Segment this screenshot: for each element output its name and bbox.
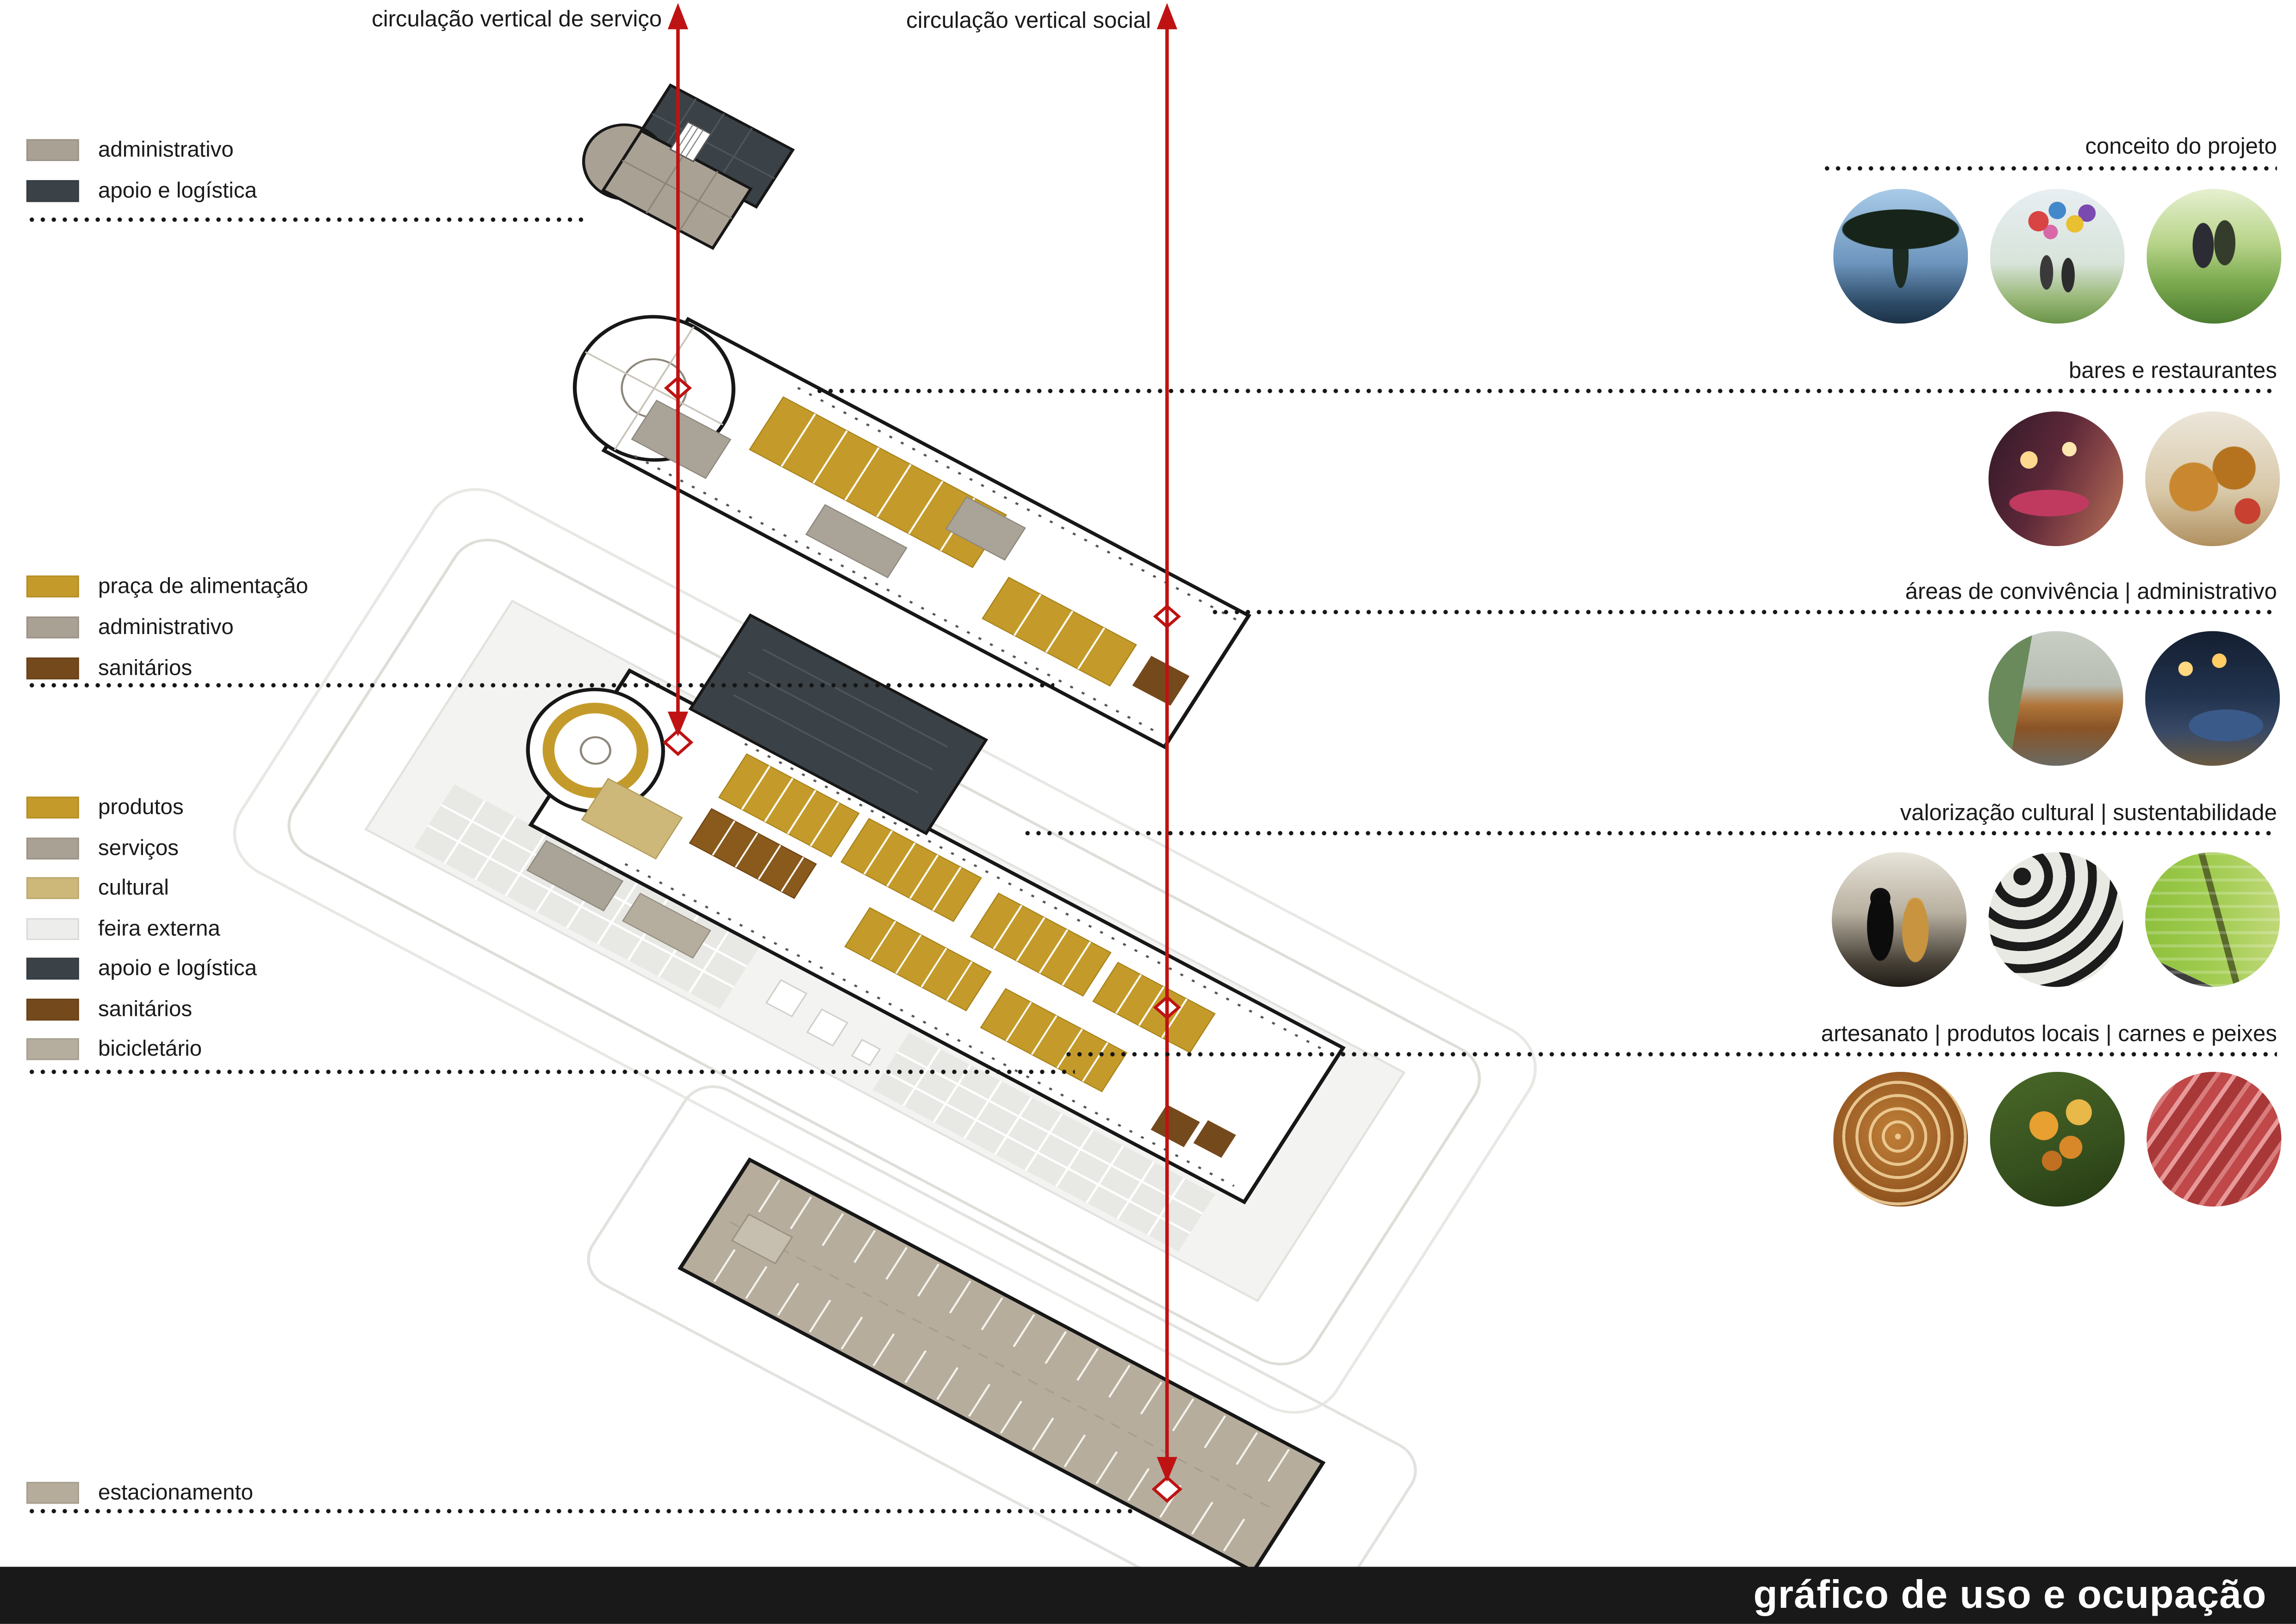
photo-fried-snacks [2145,411,2280,547]
legend-label: administrativo [98,614,234,640]
leader-dotline-food-court [26,682,1055,689]
legend-swatch-sanitarios [26,998,79,1020]
legend-swatch-feira-externa [26,917,79,940]
leader-dotline-ground [26,1069,1075,1075]
floor-plan-ground [526,613,1346,1205]
legend-swatch-apoio-logistica [26,958,79,980]
legend-row: apoio e logística [26,170,257,211]
heading-dotline-valorizacao [1022,830,2277,836]
legend-row: produtos [26,788,257,828]
legend-swatch-administrativo [26,616,79,638]
legend-row: cultural [26,868,257,908]
service-circulation-arrow [667,3,689,737]
legend-label: feira externa [98,916,220,941]
photo-group-heading-artesanato: artesanato | produtos locais | carnes e … [1821,1022,2277,1047]
legend-swatch-produtos [26,796,79,819]
legend-swatch-administrativo [26,138,79,161]
photo-modern-lounge-interior [2145,631,2280,766]
legend-row: feira externa [26,908,257,949]
legend-floor-ground: produtos serviços cultural feira externa… [26,788,257,1070]
floor-plan-administrative [582,83,795,250]
ground-logistics-block [688,613,989,835]
legend-label: administrativo [98,137,234,162]
service-circulation-label: circulação vertical de serviço [372,7,662,32]
legend-row: serviços [26,828,257,868]
photo-green-building [2145,852,2280,987]
legend-floor-parking: estacionamento [26,1472,253,1513]
legend-floor-administrative: administrativo apoio e logística [26,129,257,211]
legend-label: cultural [98,876,169,901]
heading-dotline-conceito [1821,165,2277,172]
photo-children-with-balloons [1990,189,2125,324]
legend-swatch-sanitarios [26,657,79,679]
photo-group-heading-bares: bares e restaurantes [2069,359,2277,384]
legend-swatch-praca-alimentacao [26,574,79,597]
legend-label: apoio e logística [98,956,257,982]
legend-row: apoio e logística [26,949,257,989]
photo-group-heading-valorizacao: valorização cultural | sustentabilidade [1900,801,2277,826]
photo-chess-pieces [1832,852,1967,987]
legend-swatch-apoio-logistica [26,179,79,202]
legend-row: estacionamento [26,1472,253,1513]
legend-floor-food-court: praça de alimentação administrativo sani… [26,565,308,688]
legend-swatch-estacionamento [26,1481,79,1503]
heading-dotline-artesanato [1063,1051,2277,1058]
legend-row: administrativo [26,129,257,170]
legend-label: sanitários [98,996,193,1022]
page-title: gráfico de uso e ocupação [1753,1573,2267,1617]
legend-label: produtos [98,795,184,821]
heading-dotline-convivencia [1209,609,2277,615]
legend-label: sanitários [98,655,193,680]
legend-row: sanitários [26,989,257,1029]
leader-dotline-administrative [26,217,586,223]
photo-couple-cycling [2147,189,2282,324]
legend-label: apoio e logística [98,178,257,203]
legend-label: bicicletário [98,1037,202,1062]
social-circulation-label: circulação vertical social [906,8,1151,34]
legend-label: estacionamento [98,1480,254,1505]
legend-row: administrativo [26,606,308,647]
photo-cuts-of-meat [2147,1071,2282,1207]
heading-dotline-bares [814,388,2277,394]
legend-swatch-servicos [26,837,79,859]
legend-swatch-cultural [26,877,79,900]
photo-group-heading-conceito: conceito do projeto [2085,135,2277,160]
title-bar: gráfico de uso e ocupação [0,1567,2296,1624]
legend-swatch-bicicletario [26,1038,79,1061]
floor-plan-food-court [572,315,1251,750]
legend-label: serviços [98,835,179,861]
photo-local-flowers [1990,1071,2125,1207]
social-circulation-arrow [1157,3,1177,1482]
photo-outdoor-seating-deck [1988,631,2123,766]
legend-label: praça de alimentação [98,573,308,598]
photo-group-heading-convivencia: áreas de convivência | administrativo [1905,579,2277,605]
leader-dotline-parking [26,1508,1139,1514]
photo-indigenous-ceramic [1833,1071,1968,1207]
legend-row: sanitários [26,647,308,688]
photo-portuguese-pavement [1988,852,2123,987]
photo-araucaria-tree [1833,189,1968,324]
legend-row: praça de alimentação [26,565,308,606]
photo-bar-interior [1988,411,2123,547]
legend-row: bicicletário [26,1029,257,1070]
